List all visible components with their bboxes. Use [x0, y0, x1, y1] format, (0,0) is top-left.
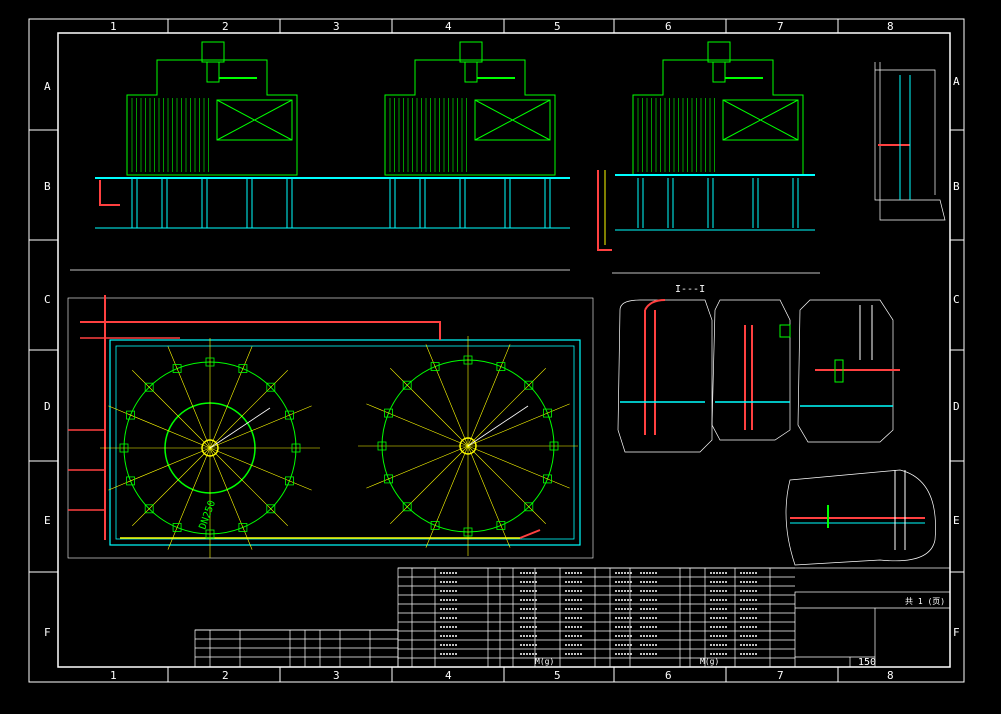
col-6-top: 6 — [665, 20, 672, 33]
col-3-top: 3 — [333, 20, 340, 33]
row-D-right: D — [953, 400, 960, 413]
row-B-left: B — [44, 180, 51, 193]
col-1-top: 1 — [110, 20, 117, 33]
row-B-right: B — [953, 180, 960, 193]
col-8-bottom: 8 — [887, 669, 894, 682]
dim-dn-label: DN250 — [197, 499, 218, 531]
row-F-left: F — [44, 626, 51, 639]
cooling-tower-2 — [384, 41, 556, 228]
plan-view — [67, 295, 594, 559]
row-F-right: F — [953, 626, 960, 639]
row-A-left: A — [44, 80, 51, 93]
cooling-tower-elevation — [126, 41, 804, 228]
col-8-top: 8 — [887, 20, 894, 33]
section-title: I---I — [675, 284, 705, 295]
tower-plan-2 — [358, 336, 578, 556]
row-E-right: E — [953, 514, 960, 527]
scale-value: 150 — [858, 657, 876, 668]
scale-label-left: M(g) — [535, 657, 554, 666]
outer-frame — [28, 18, 965, 683]
col-1-bottom: 1 — [110, 669, 117, 682]
sheet-count: 共 1 (页) — [905, 597, 945, 606]
row-C-right: C — [953, 293, 960, 306]
column-labels: 1 2 3 4 5 6 7 8 1 2 3 4 5 6 7 8 — [110, 19, 894, 682]
col-3-bottom: 3 — [333, 669, 340, 682]
col-5-bottom: 5 — [554, 669, 561, 682]
scale-label-right: M(g) — [700, 657, 719, 666]
parts-list-table — [194, 567, 951, 668]
col-4-top: 4 — [445, 20, 452, 33]
tower-plan-1 — [100, 338, 320, 558]
row-C-left: C — [44, 293, 51, 306]
cooling-tower-1 — [126, 41, 298, 228]
inner-frame — [57, 32, 951, 668]
col-7-bottom: 7 — [777, 669, 784, 682]
table-grid — [194, 567, 951, 668]
row-labels: A B C D E F A B C D E F — [29, 75, 964, 639]
col-6-bottom: 6 — [665, 669, 672, 682]
col-4-bottom: 4 — [445, 669, 452, 682]
row-A-right: A — [953, 75, 960, 88]
row-E-left: E — [44, 514, 51, 527]
elevation-base — [70, 170, 820, 274]
col-2-bottom: 2 — [222, 669, 229, 682]
col-2-top: 2 — [222, 20, 229, 33]
section-details — [617, 62, 946, 566]
row-D-left: D — [44, 400, 51, 413]
col-5-top: 5 — [554, 20, 561, 33]
cooling-tower-3 — [632, 41, 804, 228]
col-7-top: 7 — [777, 20, 784, 33]
circular-tower-plans — [100, 336, 578, 558]
